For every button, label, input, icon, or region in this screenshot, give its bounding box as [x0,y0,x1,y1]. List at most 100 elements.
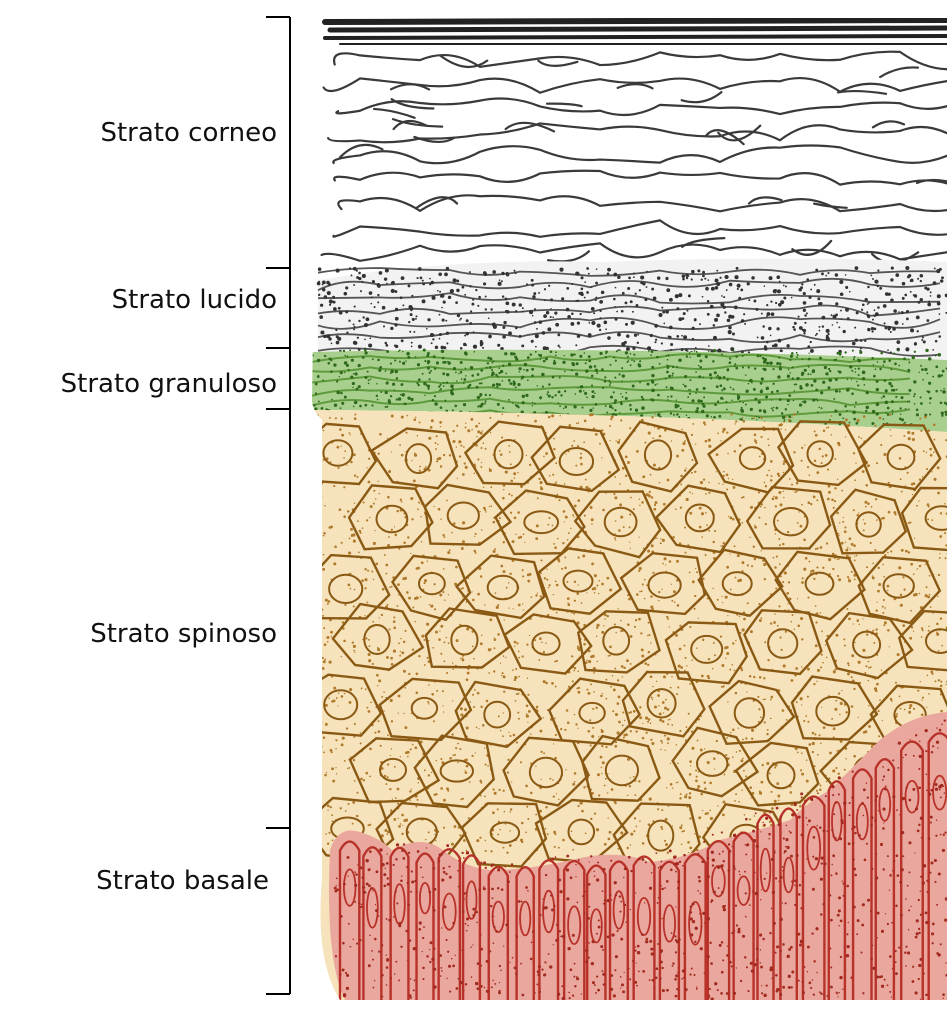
granuloso-dot [762,368,764,370]
spinoso-dot [577,422,579,424]
granuloso-dot [487,362,489,364]
granuloso-dot [797,411,799,413]
basale-dot [636,985,638,987]
granuloso-dot [344,355,346,357]
basale-dot [441,878,444,881]
granuloso-dot [532,402,534,404]
granuloso-dot [940,401,943,404]
spinoso-dot [666,787,667,788]
spinoso-dot [611,415,614,418]
basale-dot [549,965,552,968]
spinoso-dot [749,675,752,678]
spinoso-dot [322,609,324,611]
granuloso-dot [564,371,566,373]
spinoso-dot [609,425,611,427]
granuloso-dot [842,356,844,358]
basale-dot [848,842,851,845]
spinoso-dot [615,440,616,441]
basale-dot [478,889,480,891]
spinoso-dot [659,482,661,484]
spinoso-dot [604,785,606,787]
spinoso-dot [502,735,504,737]
basale-dot [398,979,400,981]
lucido-dot [658,313,662,317]
spinoso-dot [341,445,342,446]
granuloso-dot [370,379,371,380]
granuloso-dot [787,404,788,405]
spinoso-dot [534,420,537,423]
spinoso-dot [644,442,646,444]
spinoso-dot [518,651,520,653]
granuloso-dot [935,355,937,357]
spinoso-dot [900,594,902,596]
granuloso-dot [941,414,943,416]
spinoso-dot [842,521,844,523]
granuloso-dot [351,359,354,362]
spinoso-dot [737,579,740,582]
spinoso-dot [539,637,542,640]
spinoso-dot [667,723,669,725]
granuloso-dot [609,405,612,408]
basale-dot [910,906,911,907]
basale-dot [846,885,849,888]
spinoso-dot [827,426,829,428]
spinoso-dot [708,445,711,448]
lucido-dot [647,346,651,350]
granuloso-dot [838,370,840,372]
granuloso-dot [687,396,689,398]
granuloso-dot [670,412,672,414]
basale-dot [588,883,591,886]
basale-dot [852,842,854,844]
basale-dot [728,983,730,985]
granuloso-dot [515,386,517,388]
basale-dot [813,993,815,995]
spinoso-dot [807,696,809,698]
basale-dot [386,984,388,986]
lucido-dot [930,291,932,293]
lucido-dot [861,309,863,311]
spinoso-dot [462,798,464,800]
spinoso-dot [489,417,491,419]
basale-dot [486,990,489,993]
basale-dot [541,968,543,970]
basale-dot [474,911,476,913]
spinoso-dot [858,661,861,664]
granuloso-dot [491,369,493,371]
spinoso-dot [770,475,772,477]
granuloso-dot [892,410,894,412]
granuloso-dot [605,352,607,354]
granuloso-dot [883,364,885,366]
spinoso-dot [754,525,755,526]
granuloso-dot [725,401,727,403]
basale-dot [775,952,777,954]
spinoso-dot [490,486,492,488]
spinoso-dot [928,630,930,632]
spinoso-dot [791,679,794,682]
basale-dot [791,986,793,988]
granuloso-dot [364,351,367,354]
granuloso-dot [522,401,525,404]
basale-dot [883,822,884,823]
granuloso-dot [668,375,671,378]
granuloso-dot [689,393,691,395]
basale-dot [461,950,462,951]
spinoso-dot [922,629,924,631]
lucido-dot [836,322,838,324]
basale-dot [856,933,858,935]
basale-dot [374,938,377,941]
spinoso-dot [814,430,816,432]
granuloso-dot [667,396,669,398]
granuloso-dot [625,392,627,394]
basale-dot [864,858,867,861]
basale-dot [807,824,808,825]
lucido-dot [923,340,926,343]
lucido-dot [910,279,913,282]
spinoso-dot [325,723,328,726]
lucido-dot [483,282,486,285]
spinoso-dot [883,599,885,601]
spinoso-dot [837,479,838,480]
spinoso-dot [596,585,598,587]
spinoso-dot [771,807,774,810]
spinoso-dot [681,843,683,845]
granuloso-dot [858,359,861,362]
